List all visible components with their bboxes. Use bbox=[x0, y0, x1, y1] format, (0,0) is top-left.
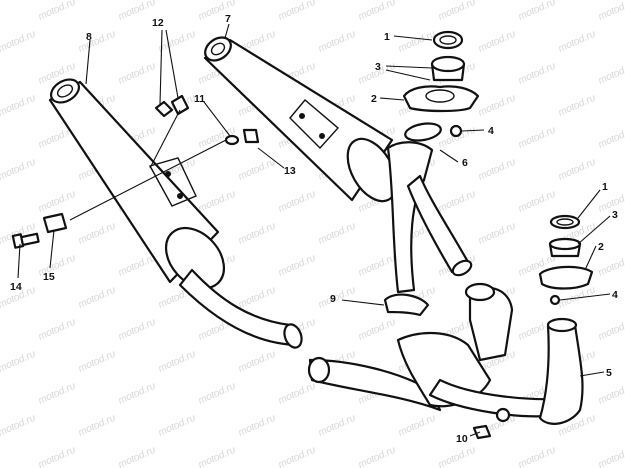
callout-1-upper: 1 bbox=[384, 31, 390, 43]
callout-15: 15 bbox=[43, 271, 55, 283]
watermark-text: motod.ru bbox=[397, 28, 438, 54]
callout-4-lower: 4 bbox=[612, 289, 618, 301]
lower-y-pipe bbox=[307, 282, 584, 425]
watermark-text: motod.ru bbox=[597, 60, 625, 86]
callout-1-lower: 1 bbox=[602, 181, 608, 193]
callout-12: 12 bbox=[152, 17, 164, 29]
watermark-text: motod.ru bbox=[597, 444, 625, 468]
watermark-text: motod.ru bbox=[517, 188, 558, 214]
callout-2-lower: 2 bbox=[598, 241, 604, 253]
watermark-text: motod.ru bbox=[397, 412, 438, 438]
watermark-text: motod.ru bbox=[197, 444, 238, 468]
callout-11: 11 bbox=[194, 93, 205, 105]
watermark-text: motod.ru bbox=[317, 28, 358, 54]
watermark-text: motod.ru bbox=[77, 348, 118, 374]
watermark-text: motod.ru bbox=[277, 252, 318, 278]
watermark-text: motod.ru bbox=[157, 28, 198, 54]
watermark-text: motod.ru bbox=[517, 0, 558, 23]
callout-13: 13 bbox=[284, 165, 296, 177]
watermark-text: motod.ru bbox=[117, 316, 158, 342]
watermark-text: motod.ru bbox=[37, 380, 78, 406]
watermark-text: motod.ru bbox=[0, 92, 38, 118]
watermark-text: motod.ru bbox=[437, 188, 478, 214]
watermark-text: motod.ru bbox=[597, 0, 625, 23]
watermark-text: motod.ru bbox=[317, 220, 358, 246]
callout-3-upper: 3 bbox=[375, 61, 381, 73]
watermark-text: motod.ru bbox=[237, 220, 278, 246]
watermark-text: motod.ru bbox=[0, 348, 38, 374]
watermark-text: motod.ru bbox=[0, 28, 38, 54]
watermark-text: motod.ru bbox=[477, 156, 518, 182]
watermark-text: motod.ru bbox=[597, 252, 625, 278]
watermark-text: motod.ru bbox=[437, 0, 478, 23]
watermark-text: motod.ru bbox=[37, 444, 78, 468]
watermark-text: motod.ru bbox=[197, 380, 238, 406]
callout-3-lower: 3 bbox=[612, 209, 618, 221]
watermark-text: motod.ru bbox=[117, 252, 158, 278]
callout-10: 10 bbox=[456, 433, 468, 445]
watermark-text: motod.ru bbox=[517, 124, 558, 150]
watermark-text: motod.ru bbox=[0, 156, 38, 182]
callout-5: 5 bbox=[606, 367, 612, 379]
watermark-text: motod.ru bbox=[357, 252, 398, 278]
watermark-text: motod.ru bbox=[557, 92, 598, 118]
watermark-text: motod.ru bbox=[77, 412, 118, 438]
watermark-text: motod.ru bbox=[157, 412, 198, 438]
watermark-text: motod.ru bbox=[37, 188, 78, 214]
left-muffler bbox=[48, 78, 303, 349]
watermark-text: motod.ru bbox=[237, 156, 278, 182]
watermark-text: motod.ru bbox=[477, 28, 518, 54]
watermark-text: motod.ru bbox=[77, 28, 118, 54]
watermark-text: motod.ru bbox=[237, 284, 278, 310]
watermark-text: motod.ru bbox=[477, 220, 518, 246]
watermark-text: motod.ru bbox=[437, 444, 478, 468]
watermark-text: motod.ru bbox=[0, 412, 38, 438]
watermark-text: motod.ru bbox=[317, 412, 358, 438]
watermark-text: motod.ru bbox=[357, 444, 398, 468]
watermark-text: motod.ru bbox=[157, 348, 198, 374]
watermark-text: motod.ru bbox=[597, 124, 625, 150]
watermark-text: motod.ru bbox=[517, 444, 558, 468]
callout-8: 8 bbox=[86, 31, 92, 43]
watermark-text: motod.ru bbox=[277, 188, 318, 214]
watermark-text: motod.ru bbox=[597, 380, 625, 406]
callout-7: 7 bbox=[225, 13, 231, 25]
watermark-text: motod.ru bbox=[117, 60, 158, 86]
watermark-text: motod.ru bbox=[517, 60, 558, 86]
watermark-text: motod.ru bbox=[197, 188, 238, 214]
watermark-text: motod.ru bbox=[277, 380, 318, 406]
watermark-text: motod.ru bbox=[117, 444, 158, 468]
watermark-text: motod.ru bbox=[317, 284, 358, 310]
watermark-text: motod.ru bbox=[597, 188, 625, 214]
watermark-text: motod.ru bbox=[597, 316, 625, 342]
watermark-text: motod.ru bbox=[117, 380, 158, 406]
watermark-text: motod.ru bbox=[37, 316, 78, 342]
watermark-text: motod.ru bbox=[197, 0, 238, 23]
callout-labels: 1 3 2 4 6 7 8 12 11 13 14 15 9 1 3 2 4 5… bbox=[10, 13, 618, 445]
watermark-text: motod.ru bbox=[557, 156, 598, 182]
watermark-text: motod.ru bbox=[37, 0, 78, 23]
watermark-text: motod.ru bbox=[477, 92, 518, 118]
watermark-text: motod.ru bbox=[277, 444, 318, 468]
callout-2-upper: 2 bbox=[371, 93, 377, 105]
callout-4-upper: 4 bbox=[488, 125, 494, 137]
watermark-text: motod.ru bbox=[357, 316, 398, 342]
right-muffler bbox=[203, 36, 398, 203]
watermark-text: motod.ru bbox=[77, 220, 118, 246]
watermark-text: motod.ru bbox=[277, 0, 318, 23]
upper-flange-parts bbox=[402, 30, 480, 138]
watermark-text: motod.ru bbox=[237, 412, 278, 438]
lower-flange-parts bbox=[538, 214, 594, 306]
callout-14: 14 bbox=[10, 281, 22, 293]
watermark-text: motod.ru bbox=[237, 348, 278, 374]
callout-6: 6 bbox=[462, 157, 468, 169]
watermark-text: motod.ru bbox=[357, 0, 398, 23]
upper-header-pipe bbox=[386, 122, 473, 294]
leader-lines bbox=[17, 23, 611, 437]
callout-9: 9 bbox=[330, 293, 336, 305]
fastener-hardware bbox=[11, 94, 492, 440]
watermark-text: motod.ru bbox=[77, 284, 118, 310]
watermark-text: motod.ru bbox=[557, 28, 598, 54]
